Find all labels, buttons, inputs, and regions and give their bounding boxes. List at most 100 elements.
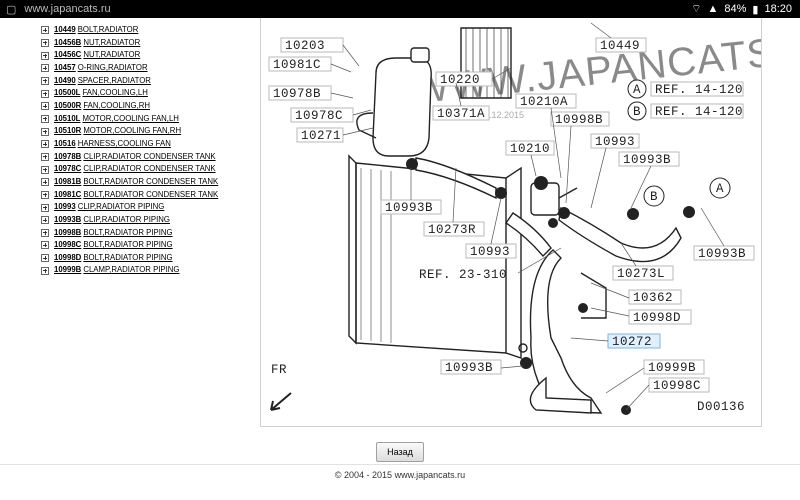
part-name-link[interactable]: SPACER,RADIATOR xyxy=(77,75,151,85)
part-code-link[interactable]: 10999B xyxy=(54,265,82,275)
part-name-link[interactable]: CLIP,RADIATOR PIPING xyxy=(83,214,170,224)
part-name-link[interactable]: MOTOR,COOLING FAN,RH xyxy=(83,126,182,136)
expand-icon[interactable] xyxy=(41,64,49,73)
label-10999B: 10999B xyxy=(648,361,696,375)
expand-icon[interactable] xyxy=(41,178,49,187)
label-10978C: 10978C xyxy=(295,109,343,123)
part-code-link[interactable]: 10998D xyxy=(54,252,82,262)
label-10993B-left: 10993B xyxy=(385,201,433,215)
diagram-date: 29.12.2015 xyxy=(479,110,524,120)
part-name-link[interactable]: MOTOR,COOLING FAN,LH xyxy=(82,113,179,123)
part-code-link[interactable]: 10993 xyxy=(54,202,76,212)
legend-a-letter: A xyxy=(633,83,641,97)
back-button[interactable]: Назад xyxy=(376,442,424,462)
part-name-link[interactable]: CLIP,RADIATOR CONDENSER TANK xyxy=(83,164,216,174)
url-text[interactable]: www.japancats.ru xyxy=(24,3,111,15)
part-name-link[interactable]: HARNESS,COOLING FAN xyxy=(77,138,171,148)
part-name-link[interactable]: BOLT,RADIATOR CONDENSER TANK xyxy=(83,189,219,199)
label-10998B: 10998B xyxy=(555,113,603,127)
expand-icon[interactable] xyxy=(41,102,49,111)
part-code-link[interactable]: 10981C xyxy=(54,189,82,199)
expand-icon[interactable] xyxy=(41,26,49,35)
label-10993-mid: 10993 xyxy=(470,245,510,259)
part-code-link[interactable]: 10998B xyxy=(54,227,82,237)
part-code-link[interactable]: 10998C xyxy=(54,240,82,250)
part-code-link[interactable]: 10516 xyxy=(54,138,76,148)
part-name-link[interactable]: FAN,COOLING,RH xyxy=(83,100,151,110)
part-name-link[interactable]: NUT,RADIATOR xyxy=(83,37,141,47)
expand-icon[interactable] xyxy=(41,140,49,149)
expand-icon[interactable] xyxy=(41,228,49,237)
expand-icon[interactable] xyxy=(41,127,49,136)
part-code-link[interactable]: 10500R xyxy=(54,100,82,110)
clamp xyxy=(495,187,507,199)
part-name-link[interactable]: O-RING,RADIATOR xyxy=(77,62,148,72)
part-code-link[interactable]: 10456B xyxy=(54,37,82,47)
expand-icon[interactable] xyxy=(41,76,49,85)
expand-icon[interactable] xyxy=(41,254,49,263)
part-code-link[interactable]: 10978B xyxy=(54,151,82,161)
expand-icon[interactable] xyxy=(41,152,49,161)
part-name-link[interactable]: NUT,RADIATOR xyxy=(83,50,141,60)
expand-icon[interactable] xyxy=(41,203,49,212)
part-name-link[interactable]: CLAMP,RADIATOR PIPING xyxy=(83,265,180,275)
expand-icon[interactable] xyxy=(41,114,49,123)
expand-icon[interactable] xyxy=(41,165,49,174)
label-10273L: 10273L xyxy=(617,267,665,281)
legend-b-ref: REF. 14-120 xyxy=(655,105,743,119)
part-code-link[interactable]: 10993B xyxy=(54,214,82,224)
expand-icon[interactable] xyxy=(41,51,49,60)
address-bar[interactable]: ▢ www.japancats.ru xyxy=(0,0,606,18)
expand-icon[interactable] xyxy=(41,266,49,275)
label-10998D: 10998D xyxy=(633,311,681,325)
part-name-link[interactable]: BOLT,RADIATOR xyxy=(77,25,139,34)
expand-icon[interactable] xyxy=(41,190,49,199)
part-code-link[interactable]: 10490 xyxy=(54,75,76,85)
expand-icon[interactable] xyxy=(41,241,49,250)
part-code-link[interactable]: 10500L xyxy=(54,88,81,98)
part-code-link[interactable]: 10510R xyxy=(54,126,82,136)
part-name-link[interactable]: BOLT,RADIATOR PIPING xyxy=(83,252,173,262)
part-code-link[interactable]: 10449 xyxy=(54,25,76,34)
expand-icon[interactable] xyxy=(41,38,49,47)
expand-icon[interactable] xyxy=(41,216,49,225)
part-code-link[interactable]: 10981B xyxy=(54,176,82,186)
part-code-link[interactable]: 10978C xyxy=(54,164,82,174)
expand-icon[interactable] xyxy=(41,89,49,98)
part-name-link[interactable]: BOLT,RADIATOR PIPING xyxy=(83,227,173,237)
part-name-link[interactable]: CLIP,RADIATOR CONDENSER TANK xyxy=(83,151,216,161)
part-code-link[interactable]: 10456C xyxy=(54,50,82,60)
part-name-link[interactable]: CLIP,RADIATOR PIPING xyxy=(77,202,165,212)
label-10203: 10203 xyxy=(285,39,325,53)
part-name-link[interactable]: BOLT,RADIATOR PIPING xyxy=(83,240,173,250)
legend-b-letter: B xyxy=(633,105,641,119)
label-10998C: 10998C xyxy=(653,379,701,393)
part-name-link[interactable]: BOLT,RADIATOR CONDENSER TANK xyxy=(83,176,219,186)
part-code-link[interactable]: 10510L xyxy=(54,113,81,123)
part-code-link[interactable]: 10457 xyxy=(54,62,76,72)
part-name-link[interactable]: FAN,COOLING,LH xyxy=(82,88,148,98)
